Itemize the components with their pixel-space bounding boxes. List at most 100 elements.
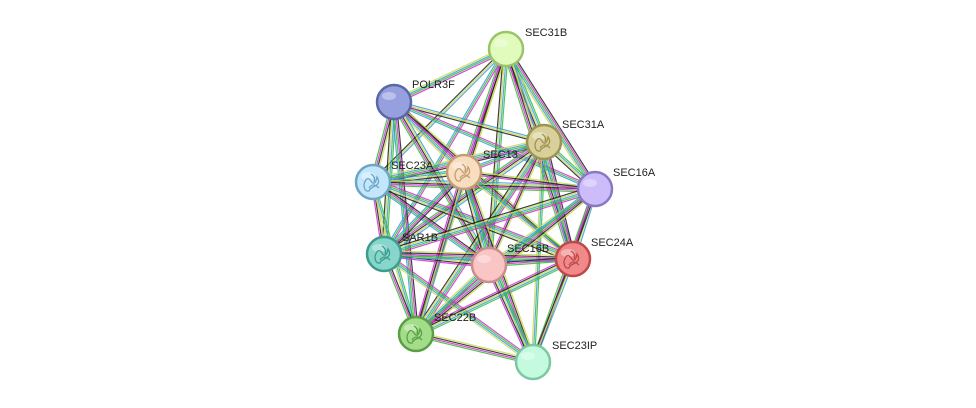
edge-sec16a-sec23ip bbox=[533, 189, 598, 363]
node-label: SEC31B bbox=[525, 27, 567, 39]
protein-structure-icon bbox=[363, 173, 380, 192]
edge-sec31b-sec16a bbox=[504, 49, 595, 191]
node-sec24a[interactable]: SEC24A bbox=[554, 237, 634, 278]
edge-sec31b-sec16a bbox=[505, 48, 596, 190]
edge-sec13-sar1b bbox=[382, 171, 464, 254]
edge-polr3f-sec16a bbox=[393, 101, 596, 190]
edge-sec13-sec16a bbox=[463, 171, 596, 190]
node-layer: SEC31B POLR3F SEC31A SEC23A SEC13 SEC16A SAR1B… bbox=[354, 27, 656, 381]
edge-sec13-sar1b bbox=[384, 172, 466, 255]
node-highlight bbox=[583, 179, 597, 187]
node-sar1b[interactable]: SAR1B bbox=[365, 232, 438, 273]
edge-sec16a-sar1b bbox=[383, 188, 596, 255]
edge-sec24a-sec22b bbox=[415, 257, 573, 334]
node-circle[interactable] bbox=[514, 343, 552, 381]
edge-sar1b-sec23ip bbox=[384, 252, 534, 362]
node-label: POLR3F bbox=[412, 79, 455, 91]
edge-polr3f-sec22b bbox=[392, 102, 416, 335]
edge-sec31b-polr3f bbox=[394, 49, 507, 104]
node-sec31b[interactable]: SEC31B bbox=[487, 27, 567, 68]
node-highlight bbox=[494, 39, 508, 47]
edge-sec22b-sec23ip bbox=[416, 331, 534, 361]
node-sec22b[interactable]: SEC22B bbox=[397, 312, 476, 353]
node-sec23ip[interactable]: SEC23IP bbox=[514, 340, 597, 381]
edge-sec31b-polr3f bbox=[394, 50, 508, 105]
edge-sec31a-sec16b bbox=[489, 142, 547, 266]
edge-sec24a-sec22b bbox=[417, 261, 575, 338]
edge-sec13-sar1b bbox=[381, 169, 463, 253]
edge-polr3f-sec22b bbox=[395, 101, 419, 334]
node-label: SAR1B bbox=[402, 232, 438, 244]
node-label: SEC23IP bbox=[552, 340, 597, 352]
edge-sec31a-sar1b bbox=[385, 144, 547, 258]
edge-sec24a-sec22b bbox=[415, 258, 574, 335]
node-sec16a[interactable]: SEC16A bbox=[576, 167, 656, 208]
edge-sec13-sar1b bbox=[385, 173, 467, 257]
edge-polr3f-sec16b bbox=[396, 100, 493, 264]
node-circle[interactable] bbox=[576, 170, 614, 208]
edge-sec31a-sec23ip bbox=[532, 141, 545, 363]
node-sec23a[interactable]: SEC23A bbox=[354, 160, 434, 201]
edge-sec16a-sar1b bbox=[383, 186, 595, 254]
edge-sec16a-sar1b bbox=[382, 185, 595, 252]
edge-sar1b-sec23ip bbox=[385, 251, 535, 361]
edge-sec13-sec16a bbox=[463, 172, 595, 192]
node-highlight bbox=[521, 352, 535, 360]
edge-polr3f-sec16a bbox=[393, 102, 595, 192]
node-circle[interactable] bbox=[397, 315, 435, 353]
edge-sec22b-sec23ip bbox=[415, 335, 533, 365]
node-label: SEC22B bbox=[434, 312, 476, 324]
protein-structure-icon bbox=[406, 325, 423, 344]
protein-structure-icon bbox=[563, 250, 580, 269]
edge-sec31a-sec22b bbox=[416, 142, 546, 336]
edge-sec23a-sec16a bbox=[372, 182, 595, 192]
edge-polr3f-sec31a bbox=[394, 99, 545, 142]
edge-polr3f-sec16b bbox=[393, 101, 490, 266]
node-highlight bbox=[477, 255, 491, 263]
edge-sec23a-sec16b bbox=[373, 180, 490, 265]
node-circle[interactable] bbox=[445, 153, 483, 191]
node-circle[interactable] bbox=[487, 30, 525, 68]
edge-sec31b-sec16a bbox=[502, 50, 593, 192]
node-sec16b[interactable]: SEC16B bbox=[470, 243, 549, 284]
edge-polr3f-sec22b bbox=[394, 101, 418, 334]
node-circle[interactable] bbox=[525, 123, 563, 161]
edge-sec24a-sec22b bbox=[416, 259, 574, 336]
protein-structure-icon bbox=[534, 133, 551, 152]
edge-sec16a-sec23ip bbox=[530, 188, 595, 362]
node-sec31a[interactable]: SEC31A bbox=[525, 119, 605, 161]
edge-sec31b-sec16a bbox=[508, 46, 599, 188]
protein-structure-icon bbox=[454, 163, 471, 182]
node-sec13[interactable]: SEC13 bbox=[445, 149, 518, 191]
node-label: SEC24A bbox=[591, 237, 634, 249]
node-circle[interactable] bbox=[554, 240, 592, 278]
node-circle[interactable] bbox=[470, 246, 508, 284]
edge-sec31a-sar1b bbox=[382, 140, 544, 254]
node-circle[interactable] bbox=[365, 235, 403, 273]
edge-polr3f-sec31a bbox=[393, 102, 544, 145]
node-polr3f[interactable]: POLR3F bbox=[375, 79, 455, 121]
edge-sec16a-sar1b bbox=[384, 189, 596, 257]
edge-sec31a-sec23ip bbox=[533, 142, 547, 363]
node-circle[interactable] bbox=[375, 83, 413, 121]
node-highlight bbox=[382, 92, 396, 100]
edge-sec13-sec16a bbox=[464, 169, 596, 189]
edge-sec23a-sec24a bbox=[372, 182, 573, 262]
edge-sec13-sec22b bbox=[416, 172, 466, 335]
node-label: SEC31A bbox=[562, 119, 605, 131]
edge-sec31b-polr3f bbox=[392, 46, 506, 101]
edge-sec22b-sec23ip bbox=[415, 334, 533, 364]
edge-sec22b-sec23ip bbox=[416, 332, 534, 362]
edge-polr3f-sec31a bbox=[393, 101, 545, 143]
edge-sec31a-sar1b bbox=[383, 141, 545, 255]
edge-sec31a-sar1b bbox=[384, 142, 546, 256]
edge-sar1b-sec23ip bbox=[382, 255, 532, 365]
edge-sec31a-sec23ip bbox=[530, 141, 544, 362]
edge-sec31b-polr3f bbox=[393, 47, 506, 102]
edge-sec31b-sec16a bbox=[506, 47, 597, 189]
edge-sec24a-sec23ip bbox=[533, 259, 576, 363]
node-circle[interactable] bbox=[354, 163, 392, 201]
node-label: SEC16B bbox=[507, 243, 549, 255]
edge-sec16a-sar1b bbox=[384, 191, 597, 258]
